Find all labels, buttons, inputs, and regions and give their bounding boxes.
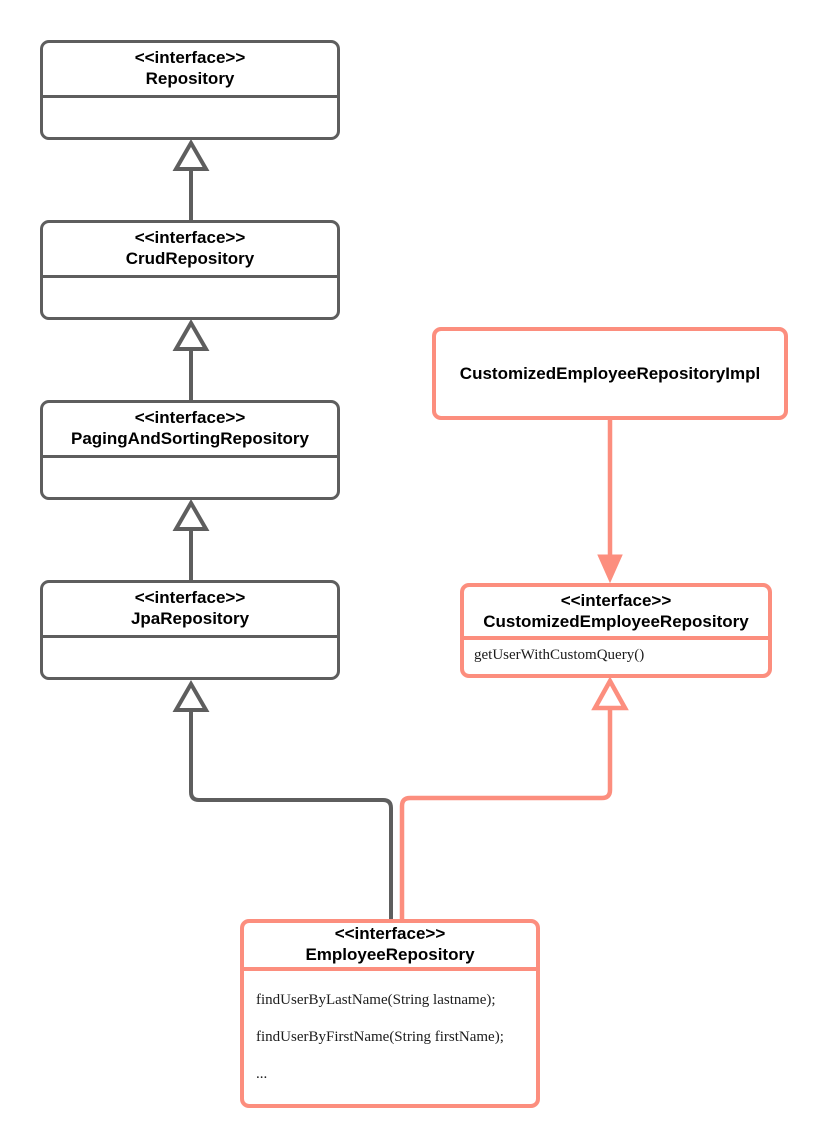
class-name: PagingAndSortingRepository: [71, 429, 309, 448]
class-box-repository: <<interface>> Repository: [40, 40, 340, 140]
inheritance-arrow-paging-to-crud: [172, 318, 210, 402]
class-box-employee-repository: <<interface>> EmployeeRepository findUse…: [240, 919, 540, 1108]
method-label: findUserByLastName(String lastname);: [256, 992, 496, 1008]
class-box-paging-and-sorting-repository: <<interface>> PagingAndSortingRepository: [40, 400, 340, 500]
class-name: CustomizedEmployeeRepositoryImpl: [459, 363, 761, 383]
class-members-empty: [43, 98, 337, 137]
inheritance-arrow-employee-to-customized: [399, 676, 629, 920]
class-header: <<interface>> PagingAndSortingRepository: [43, 403, 337, 458]
class-box-crud-repository: <<interface>> CrudRepository: [40, 220, 340, 320]
stereotype-label: <<interface>>: [334, 924, 446, 944]
inheritance-arrow-employee-to-jpa: [172, 679, 393, 920]
stereotype-label: <<interface>>: [134, 408, 246, 428]
class-header: <<interface>> EmployeeRepository: [244, 923, 536, 971]
class-header: <<interface>> JpaRepository: [43, 583, 337, 638]
method-label: findUserByFirstName(String firstName);: [256, 1029, 504, 1045]
class-box-customized-employee-repository: <<interface>> CustomizedEmployeeReposito…: [460, 583, 772, 678]
class-name: JpaRepository: [130, 609, 250, 628]
class-header: <<interface>> Repository: [43, 43, 337, 98]
class-box-customized-employee-repository-impl: CustomizedEmployeeRepositoryImpl: [432, 327, 788, 420]
class-members: getUserWithCustomQuery(): [464, 640, 768, 674]
class-name: CrudRepository: [125, 249, 255, 268]
method-label: ...: [256, 1066, 268, 1082]
class-header: <<interface>> CustomizedEmployeeReposito…: [464, 587, 768, 640]
dependency-arrow-impl-to-customized: [597, 419, 623, 584]
class-members-empty: [43, 458, 337, 497]
class-header: <<interface>> CrudRepository: [43, 223, 337, 278]
class-name: EmployeeRepository: [305, 945, 475, 964]
class-members-empty: [43, 638, 337, 677]
stereotype-label: <<interface>>: [134, 228, 246, 248]
class-name: CustomizedEmployeeRepository: [483, 611, 749, 631]
inheritance-arrow-jpa-to-paging: [172, 498, 210, 582]
class-box-jpa-repository: <<interface>> JpaRepository: [40, 580, 340, 680]
method-label: getUserWithCustomQuery(): [474, 647, 645, 663]
inheritance-arrow-crud-to-repository: [172, 138, 210, 222]
stereotype-label: <<interface>>: [134, 588, 246, 608]
stereotype-label: <<interface>>: [560, 590, 672, 610]
class-name: Repository: [145, 69, 235, 88]
class-members-empty: [43, 278, 337, 317]
stereotype-label: <<interface>>: [134, 48, 246, 68]
class-members: findUserByLastName(String lastname); fin…: [244, 971, 536, 1104]
